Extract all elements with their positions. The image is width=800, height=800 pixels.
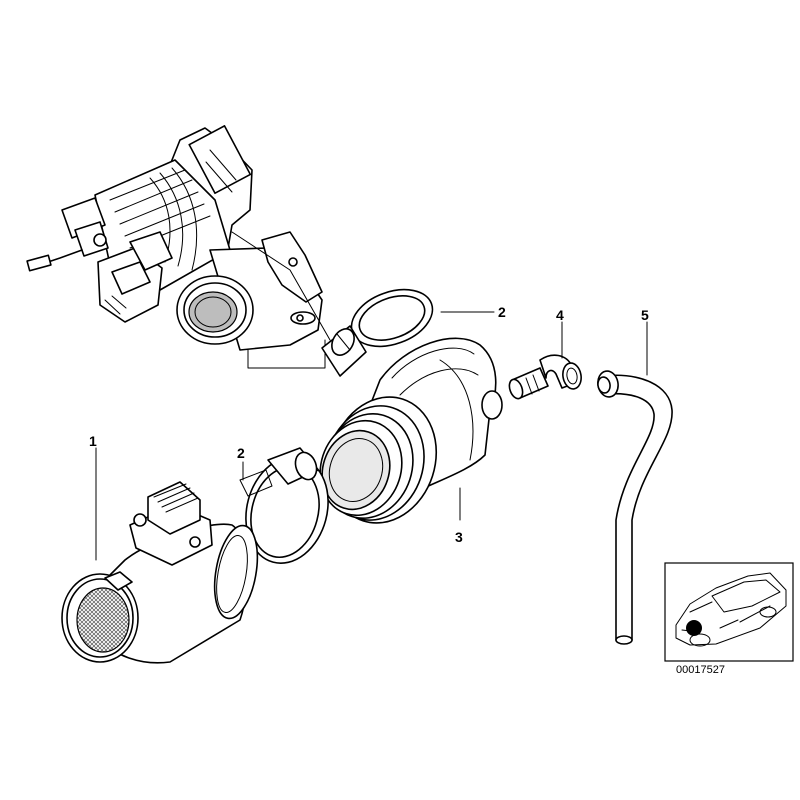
callout-2-lower: 2 [237,445,245,461]
callout-5: 5 [641,307,649,323]
intake-boot [319,337,503,524]
vent-elbow [508,354,582,400]
locator-inset: 00017527 [664,562,794,676]
location-marker-icon [686,620,702,636]
callout-leaders [95,311,648,561]
vent-hose [597,370,673,645]
air-mass-meter [61,481,259,664]
callout-2-upper: 2 [498,304,506,320]
callout-3: 3 [455,529,463,545]
throttle-body [26,125,331,369]
hose-clamp-lower [239,447,329,564]
diagram-number: 00017527 [676,664,725,676]
hose-clamp-upper [321,288,434,377]
callout-4: 4 [556,307,564,323]
callout-1: 1 [89,433,97,449]
